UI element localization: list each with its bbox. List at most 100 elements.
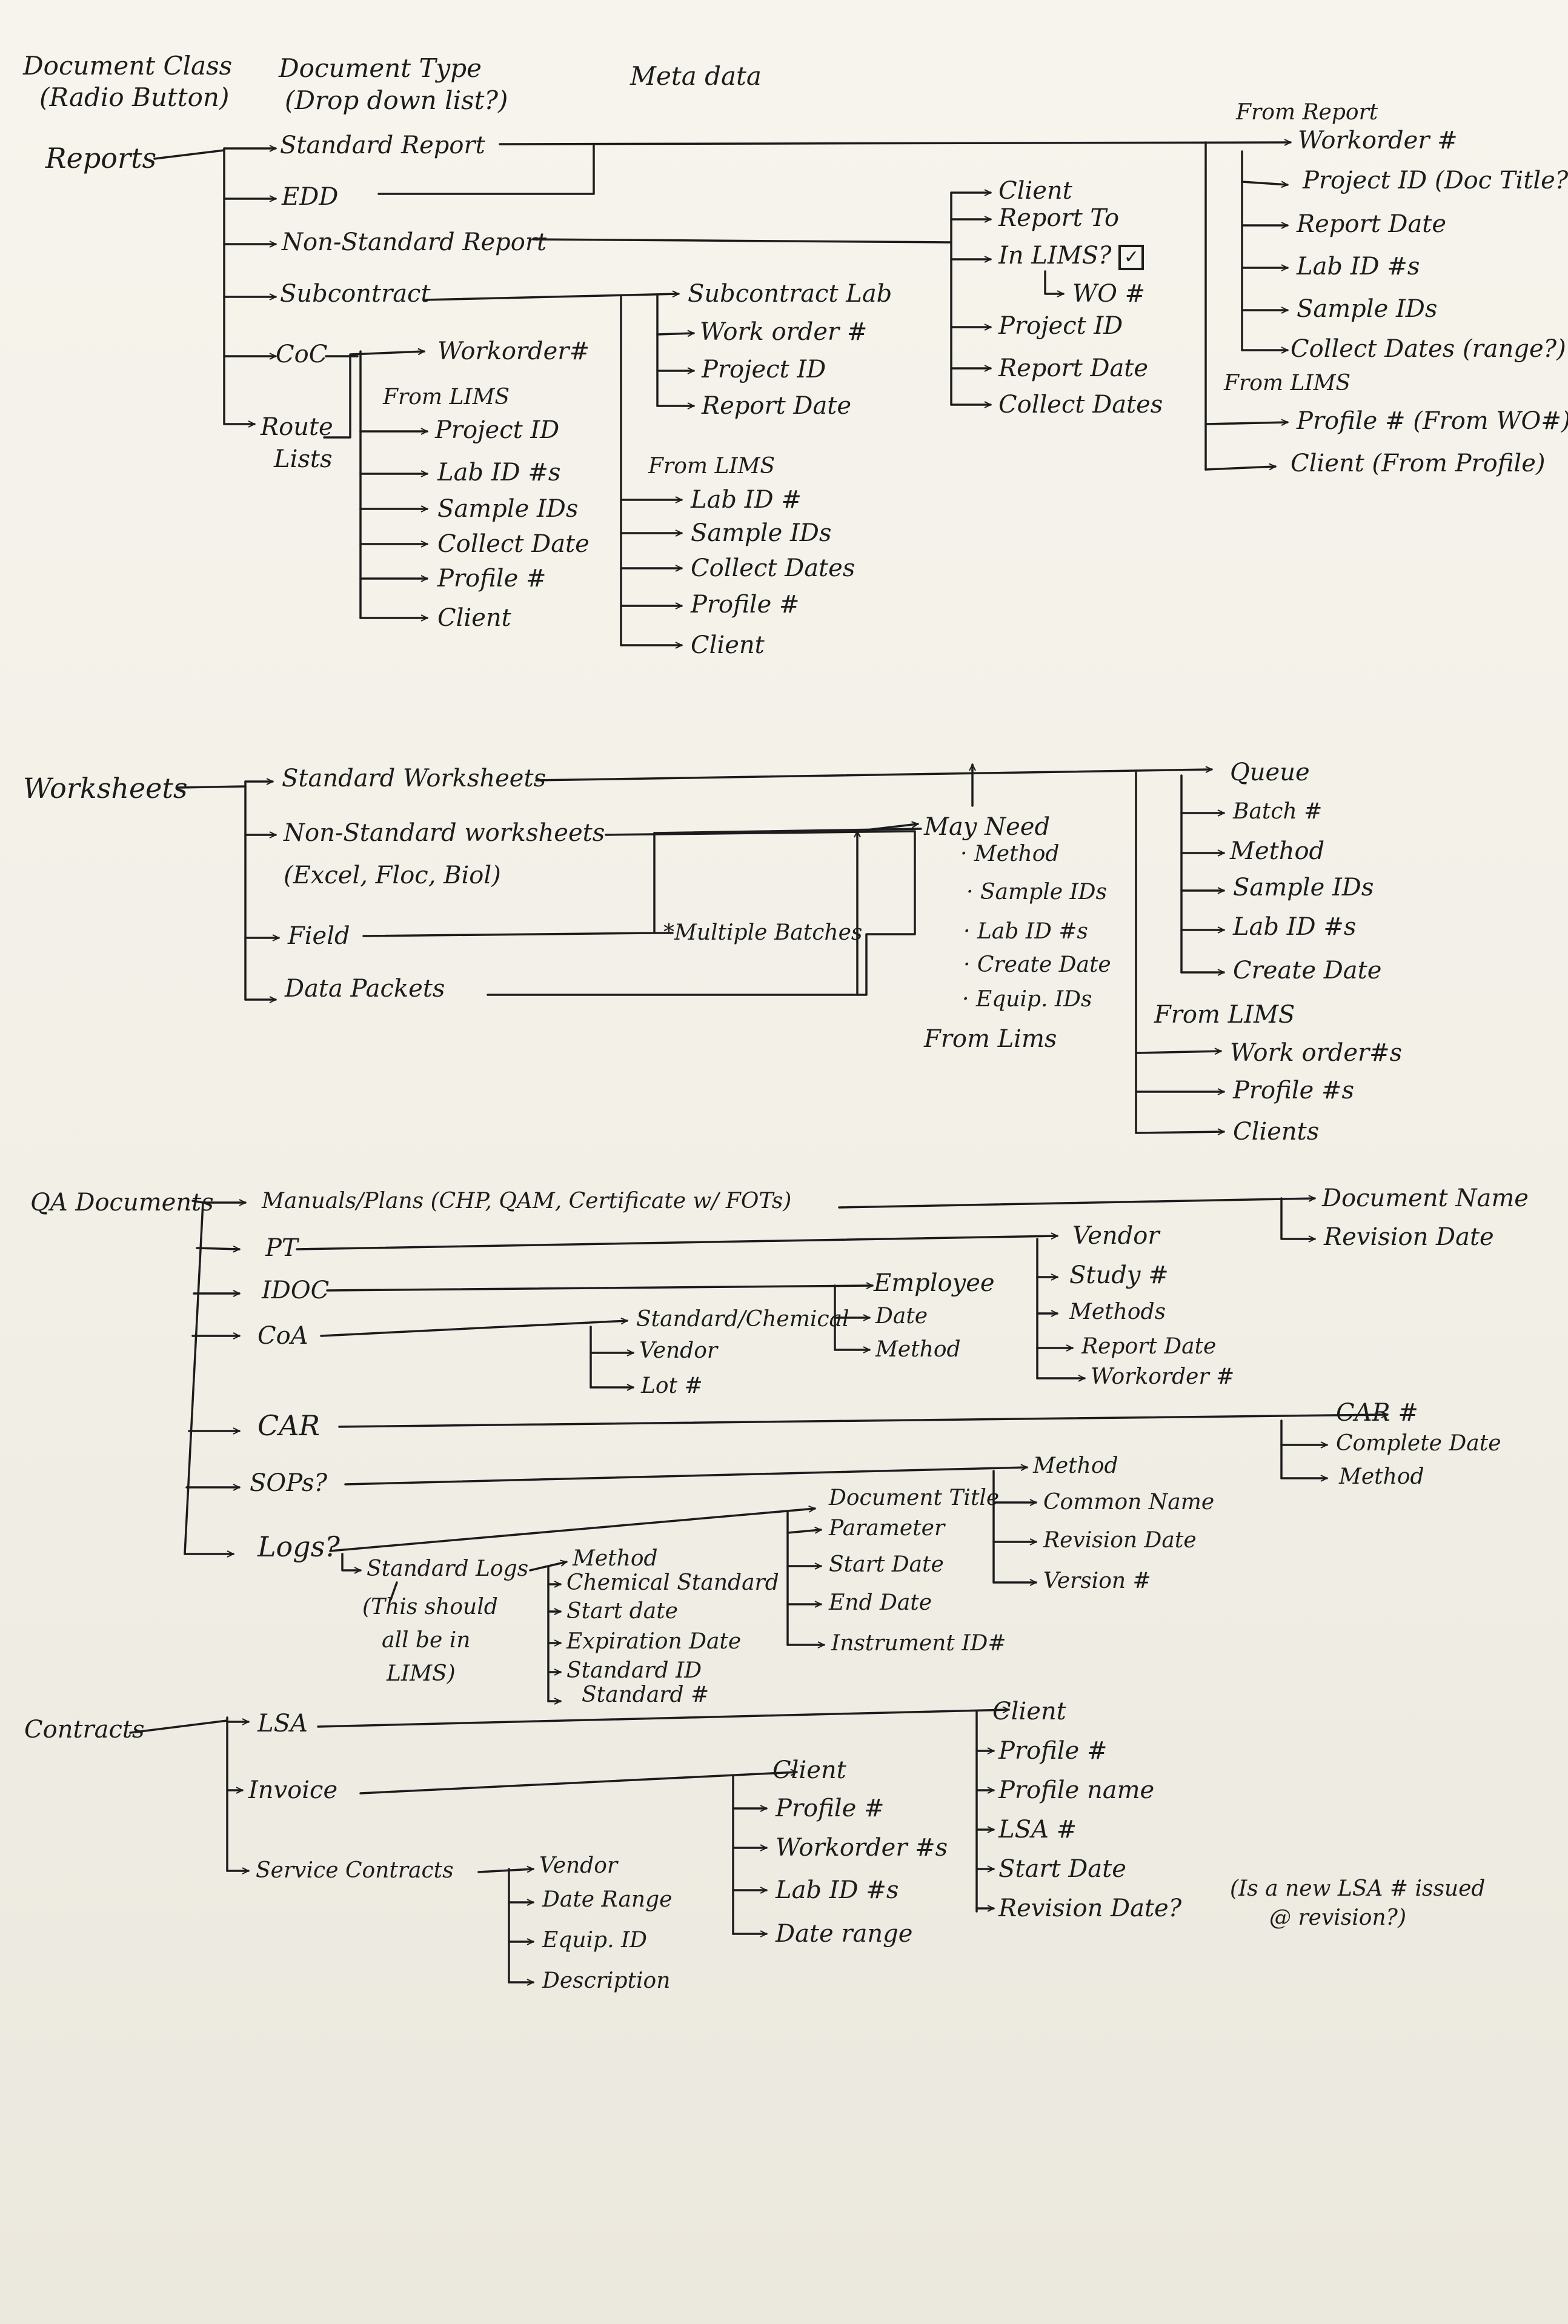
lsa-note: (Is a new LSA # issued (1230, 1876, 1486, 1901)
type-lsa: LSA (257, 1710, 308, 1738)
type-sops: SOPs? (250, 1469, 328, 1497)
type-coc: CoC (276, 340, 328, 368)
worksheet-meta-item: Lab ID #s (1233, 913, 1357, 941)
header-meta-data: Meta data (630, 61, 762, 91)
type-data-packets: Data Packets (285, 975, 445, 1003)
nonstandard-meta-item: In LIMS?✓ (998, 244, 1144, 270)
type-coa: CoA (257, 1322, 308, 1350)
coc-lims-item: Sample IDs (437, 495, 579, 523)
from-report-item: Report Date (1297, 210, 1447, 238)
standard-logs-item: Standard # (582, 1682, 709, 1707)
type-non-standard-sub: (Excel, Floc, Biol) (284, 862, 501, 889)
label-standard-logs: Standard Logs (367, 1556, 529, 1581)
worksheet-lims-item: Profile #s (1233, 1077, 1355, 1104)
idoc-meta-item: Employee (874, 1269, 995, 1297)
coa-meta-item: Standard/Chemical (636, 1307, 849, 1332)
service-meta-item: Description (542, 1968, 671, 1993)
nonstandard-meta-item: Report To (998, 204, 1120, 232)
type-edd: EDD (282, 183, 339, 211)
label-from-lims: From LIMS (1224, 371, 1351, 396)
type-service-contracts: Service Contracts (256, 1858, 454, 1883)
may-need-from-lims: From Lims (924, 1025, 1057, 1053)
subcontract-meta-item: Subcontract Lab (688, 280, 892, 308)
type-route-lists-1: Route (261, 413, 333, 441)
label-from-report: From Report (1236, 100, 1378, 125)
worksheet-meta-item: Batch # (1233, 799, 1323, 824)
sops-meta-item: Revision Date (1043, 1528, 1197, 1553)
service-meta-item: Vendor (539, 1853, 618, 1878)
lsa-meta-item: LSA # (998, 1816, 1077, 1844)
subcontract-meta-item: Report Date (702, 392, 852, 420)
invoice-meta-item: Workorder #s (776, 1834, 948, 1862)
type-logs: Logs? (257, 1530, 340, 1563)
coc-lims-item: Lab ID #s (437, 459, 561, 486)
label-from-lims: From LIMS (1154, 1001, 1295, 1029)
lsa-meta-item: Revision Date? (998, 1894, 1182, 1922)
coc-lims-item: Collect Date (437, 530, 590, 558)
type-route-lists-2: Lists (274, 445, 333, 473)
subcontract-lims-item: Client (691, 631, 765, 659)
from-lims-item: Profile # (From WO#) (1297, 407, 1568, 435)
nonstandard-meta-item: WO # (1072, 280, 1146, 308)
type-standard-report: Standard Report (280, 131, 485, 159)
from-report-item: Project ID (Doc Title? (1303, 167, 1568, 194)
header-radio-button: (Radio Button) (39, 82, 230, 112)
invoice-meta-item: Date range (776, 1920, 913, 1948)
header-document-class: Document Class (23, 51, 233, 81)
type-invoice: Invoice (248, 1776, 338, 1804)
logs-meta-item: Document Title (829, 1486, 1000, 1510)
subcontract-lims-item: Collect Dates (691, 554, 855, 582)
nonstandard-meta-item: Project ID (998, 312, 1123, 340)
may-need-item: · Method (960, 842, 1060, 866)
type-idoc: IDOC (262, 1277, 330, 1304)
type-non-standard-worksheets: Non-Standard worksheets (284, 819, 605, 847)
lsa-note: @ revision?) (1269, 1905, 1407, 1930)
subcontract-lims-item: Sample IDs (691, 519, 832, 547)
coa-meta-item: Lot # (641, 1373, 703, 1398)
logs-meta-item: Start Date (829, 1552, 944, 1577)
worksheet-meta-item: Method (1230, 837, 1325, 865)
lsa-meta-item: Profile name (998, 1776, 1155, 1804)
type-car: CAR (257, 1409, 321, 1442)
coc-workorder: Workorder# (437, 337, 590, 365)
coa-meta-item: Vendor (639, 1338, 718, 1363)
nonstandard-meta-item: Collect Dates (998, 391, 1163, 419)
pt-meta-item: Methods (1069, 1300, 1166, 1324)
logs-meta-item: Parameter (829, 1516, 945, 1541)
type-field: Field (288, 922, 350, 950)
header-document-type: Document Type (279, 53, 482, 83)
from-lims-item: Client (From Profile) (1291, 450, 1546, 477)
pt-meta-item: Vendor (1072, 1222, 1160, 1250)
standard-logs-note: LIMS) (387, 1661, 456, 1686)
class-reports: Reports (45, 142, 157, 174)
pt-meta-item: Study # (1069, 1261, 1169, 1289)
standard-logs-item: Chemical Standard (566, 1570, 779, 1595)
worksheet-lims-item: Clients (1233, 1118, 1320, 1146)
label-from-lims: From LIMS (383, 385, 510, 410)
standard-logs-note: all be in (382, 1628, 471, 1653)
class-contracts: Contracts (24, 1716, 145, 1744)
type-non-standard-report: Non-Standard Report (282, 228, 547, 256)
may-need-item: · Sample IDs (966, 880, 1108, 905)
subcontract-meta-item: Project ID (702, 356, 826, 383)
invoice-meta-item: Lab ID #s (776, 1876, 899, 1904)
pt-meta-item: Workorder # (1091, 1364, 1235, 1389)
service-meta-item: Equip. ID (542, 1928, 648, 1953)
lsa-meta-item: Start Date (998, 1855, 1126, 1883)
lsa-meta-item: Client (992, 1698, 1066, 1725)
from-report-item: Sample IDs (1297, 295, 1438, 323)
sops-meta-item: Method (1033, 1453, 1118, 1478)
label-from-lims: From LIMS (648, 454, 776, 479)
subcontract-meta-item: Work order # (700, 318, 868, 346)
coc-lims-item: Profile # (437, 565, 546, 593)
from-report-item: Collect Dates (range?) (1291, 335, 1566, 363)
coc-lims-item: Client (437, 604, 511, 632)
worksheet-lims-item: Work order#s (1230, 1039, 1403, 1067)
car-meta-item: CAR # (1336, 1399, 1418, 1427)
worksheet-meta-item: Create Date (1233, 957, 1382, 984)
car-meta-item: Complete Date (1336, 1431, 1501, 1456)
nonstandard-meta-item: Client (998, 177, 1072, 205)
standard-logs-item: Standard ID (566, 1658, 702, 1683)
nonstandard-meta-item: Report Date (998, 354, 1149, 382)
